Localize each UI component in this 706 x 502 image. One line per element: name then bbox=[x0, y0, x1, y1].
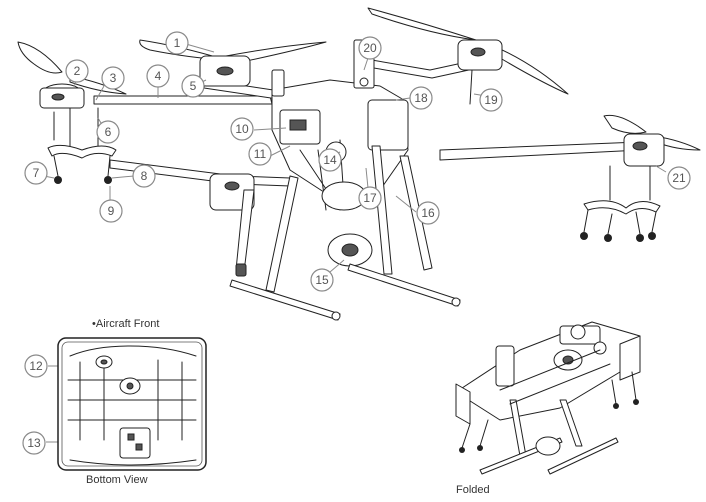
svg-text:10: 10 bbox=[235, 122, 249, 136]
callout-10: 10 bbox=[230, 117, 254, 141]
callout-20: 20 bbox=[358, 36, 382, 60]
svg-text:18: 18 bbox=[414, 91, 428, 105]
svg-text:12: 12 bbox=[29, 359, 43, 373]
svg-text:14: 14 bbox=[323, 153, 337, 167]
svg-text:16: 16 bbox=[421, 206, 435, 220]
svg-text:11: 11 bbox=[254, 147, 267, 161]
landing-gear bbox=[229, 145, 461, 321]
callout-3: 3 bbox=[101, 66, 125, 90]
motor-back bbox=[457, 39, 503, 105]
svg-text:21: 21 bbox=[672, 171, 686, 185]
bottom-view-label: Bottom View bbox=[86, 474, 148, 486]
svg-text:17: 17 bbox=[363, 191, 377, 205]
motor-top bbox=[199, 55, 251, 87]
svg-text:2: 2 bbox=[74, 64, 81, 78]
pump-unit bbox=[327, 233, 373, 267]
arm-front-left bbox=[93, 95, 273, 105]
sprinkler-bar-left bbox=[47, 107, 117, 184]
callout-15: 15 bbox=[310, 268, 334, 292]
callout-12: 12 bbox=[24, 354, 48, 378]
svg-text:19: 19 bbox=[484, 93, 498, 107]
folded-label: Folded bbox=[456, 484, 490, 496]
callout-16: 16 bbox=[416, 201, 440, 225]
sprinkler-bar-right bbox=[580, 165, 661, 242]
callout-9: 9 bbox=[99, 199, 123, 223]
main-drone-illustration bbox=[17, 7, 701, 321]
svg-text:6: 6 bbox=[105, 125, 112, 139]
svg-text:8: 8 bbox=[141, 169, 148, 183]
propeller-right bbox=[603, 114, 701, 151]
folded-drone-illustration bbox=[455, 321, 641, 475]
callout-1: 1 bbox=[165, 31, 189, 55]
callout-18: 18 bbox=[409, 86, 433, 110]
callout-17: 17 bbox=[358, 186, 382, 210]
svg-text:3: 3 bbox=[110, 71, 117, 85]
aircraft-front-text: Aircraft Front bbox=[95, 318, 160, 330]
svg-text:7: 7 bbox=[33, 166, 40, 180]
callout-19: 19 bbox=[479, 88, 503, 112]
svg-text:4: 4 bbox=[155, 69, 162, 83]
callout-8: 8 bbox=[132, 164, 156, 188]
bullet-dot: • bbox=[92, 318, 96, 330]
callout-21: 21 bbox=[667, 166, 691, 190]
svg-text:5: 5 bbox=[190, 79, 197, 93]
callout-5: 5 bbox=[181, 74, 205, 98]
svg-text:1: 1 bbox=[174, 36, 181, 50]
callout-13: 13 bbox=[22, 431, 46, 455]
callout-6: 6 bbox=[96, 120, 120, 144]
callout-2: 2 bbox=[65, 59, 89, 83]
propeller-back bbox=[367, 7, 569, 95]
svg-text:15: 15 bbox=[315, 273, 329, 287]
motor-front-left bbox=[39, 83, 85, 109]
callout-14: 14 bbox=[318, 148, 342, 172]
callout-7: 7 bbox=[24, 161, 48, 185]
aircraft-front-label: •Aircraft Front bbox=[92, 318, 159, 330]
callout-4: 4 bbox=[146, 64, 170, 88]
bottom-view-illustration bbox=[57, 337, 207, 471]
motor-right bbox=[623, 133, 665, 167]
arm-right bbox=[439, 141, 641, 161]
svg-text:9: 9 bbox=[108, 204, 115, 218]
svg-text:20: 20 bbox=[363, 41, 377, 55]
callout-11: 11 bbox=[248, 142, 272, 166]
svg-text:13: 13 bbox=[27, 436, 41, 450]
